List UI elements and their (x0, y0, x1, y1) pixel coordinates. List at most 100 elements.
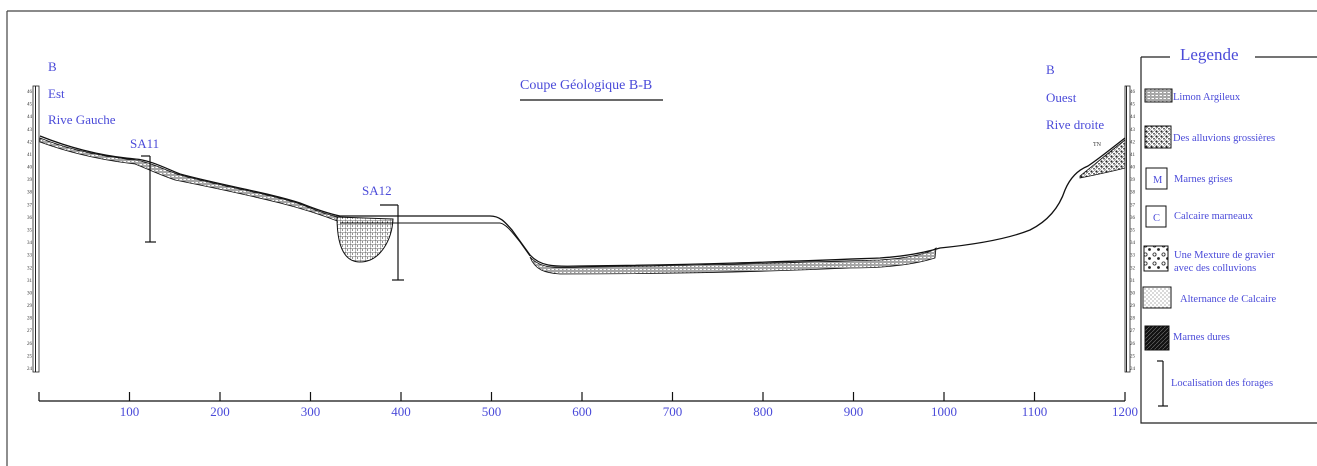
right-elevation-ruler: 46 45 44 43 42 41 40 39 38 37 36 35 34 33 32 31 30 29 28 27… (1124, 85, 1136, 373)
legend-item-alternance-calcaire: Alternance de Calcaire (1142, 286, 1277, 309)
right-section-letter: B (1046, 62, 1055, 77)
elevation-label: 42 (1130, 140, 1136, 145)
elevation-label: 27 (1130, 329, 1136, 334)
legend-label-line2: avec des colluvions (1174, 263, 1256, 274)
elevation-label: 26 (27, 342, 33, 347)
legend-item-calcaire-marneux: C Calcaire marneaux (1145, 205, 1254, 228)
elevation-label: 30 (1130, 291, 1136, 296)
legend-label: Alternance de Calcaire (1180, 294, 1277, 305)
elevation-label: 45 (1130, 103, 1136, 108)
left-elevation-ruler: 4645444342414039383736353433323130292827… (27, 85, 40, 373)
legend-item-gravier-colluvions: Une Mexture de gravier avec des colluvio… (1143, 245, 1275, 274)
axis-tick-label: 1000 (931, 404, 957, 419)
right-header: B Ouest Rive droite TN (1046, 62, 1104, 148)
terrace-lower-line (340, 222, 531, 257)
right-bank-coarse-layer (1079, 139, 1126, 179)
axis-tick-label: 1200 (1112, 404, 1138, 419)
left-direction: Est (48, 86, 65, 101)
axis-tick-label: 100 (120, 404, 140, 419)
elevation-label: 24 (1130, 367, 1136, 372)
borehole-sa12: SA12 (362, 183, 404, 281)
elevation-label: 39 (1130, 178, 1136, 183)
elevation-label: 37 (1130, 203, 1136, 208)
legend-label: Marnes grises (1174, 174, 1233, 185)
elevation-label: 36 (1130, 216, 1136, 221)
elevation-label: 31 (27, 279, 33, 284)
legend-label: Une Mexture de gravier (1174, 250, 1275, 261)
axis-tick-label: 700 (663, 404, 683, 419)
elevation-label: 30 (27, 291, 33, 296)
elevation-label: 35 (27, 229, 33, 234)
elevation-label: 34 (1130, 241, 1136, 246)
tn-label: TN (1093, 142, 1102, 148)
borehole-sa11-label: SA11 (130, 136, 159, 151)
left-header: B Est Rive Gauche (48, 59, 116, 127)
elevation-label: 34 (27, 241, 33, 246)
gravel-colluvium-lens (336, 216, 394, 263)
elevation-label: 40 (1130, 166, 1136, 171)
legend-swatch-letter: C (1153, 213, 1160, 224)
elevation-label: 33 (1130, 254, 1136, 259)
elevation-label: 38 (1130, 191, 1136, 196)
axis-tick-label: 500 (482, 404, 502, 419)
elevation-label: 29 (1130, 304, 1136, 309)
elevation-label: 46 (27, 90, 33, 95)
left-section-letter: B (48, 59, 57, 74)
legend-label: Marnes dures (1173, 332, 1230, 343)
elevation-label: 42 (27, 140, 33, 145)
legend-label: Calcaire marneaux (1174, 211, 1254, 222)
elevation-label: 39 (27, 178, 33, 183)
elevation-label: 44 (27, 115, 33, 120)
elevation-label: 43 (1130, 128, 1136, 133)
legend-swatch-letter: M (1153, 175, 1163, 186)
axis-tick-label: 1100 (1022, 404, 1048, 419)
elevation-label: 29 (27, 304, 33, 309)
right-bank: Rive droite (1046, 117, 1104, 132)
elevation-label: 37 (27, 203, 33, 208)
legend-item-forages: Localisation des forages (1157, 360, 1273, 407)
elevation-label: 44 (1130, 115, 1136, 120)
riverbed-limon-layer (529, 247, 937, 275)
borehole-sa11: SA11 (130, 136, 159, 243)
elevation-label: 31 (1130, 279, 1136, 284)
elevation-label: 36 (27, 216, 33, 221)
elevation-label: 25 (1130, 354, 1136, 359)
legend-item-marnes-grises: M Marnes grises (1145, 167, 1233, 190)
legend-item-limon: Limon Argileux (1144, 88, 1241, 103)
elevation-label: 28 (1130, 317, 1136, 322)
axis-tick-label: 300 (301, 404, 321, 419)
elevation-label: 41 (1130, 153, 1136, 158)
axis-tick-label: 900 (844, 404, 864, 419)
right-direction: Ouest (1046, 90, 1077, 105)
elevation-label: 46 (1130, 90, 1136, 95)
elevation-label: 45 (27, 103, 33, 108)
borehole-sa12-label: SA12 (362, 183, 392, 198)
legend-label: Limon Argileux (1173, 92, 1241, 103)
legend-label: Localisation des forages (1171, 378, 1273, 389)
elevation-label: 32 (27, 266, 33, 271)
distance-axis: 100 200 300 400 500 600 700 800 900 1000 1100 1200 (38, 392, 1138, 419)
legend-item-alluvions: Des alluvions grossières (1144, 125, 1275, 149)
elevation-label: 24 (27, 367, 33, 372)
legend-label: Des alluvions grossières (1173, 133, 1275, 144)
elevation-label: 28 (27, 317, 33, 322)
elevation-label: 33 (27, 254, 33, 259)
left-bank: Rive Gauche (48, 112, 116, 127)
elevation-label: 25 (27, 354, 33, 359)
elevation-label: 38 (27, 191, 33, 196)
page-frame (6, 10, 1317, 466)
section-title: Coupe Géologique B-B (520, 78, 652, 93)
axis-tick-label: 200 (210, 404, 230, 419)
axis-tick-label: 800 (753, 404, 773, 419)
elevation-label: 35 (1130, 229, 1136, 234)
elevation-label: 27 (27, 329, 33, 334)
axis-tick-label: 400 (391, 404, 411, 419)
elevation-label: 32 (1130, 266, 1136, 271)
legend: Legende Limon Argileux Des alluvions gro… (1140, 45, 1317, 424)
ground-profile-line (39, 135, 1126, 267)
legend-title: Legende (1180, 45, 1239, 64)
legend-item-marnes-dures: Marnes dures (1144, 325, 1230, 351)
elevation-label: 43 (27, 128, 33, 133)
axis-tick-label: 600 (572, 404, 592, 419)
